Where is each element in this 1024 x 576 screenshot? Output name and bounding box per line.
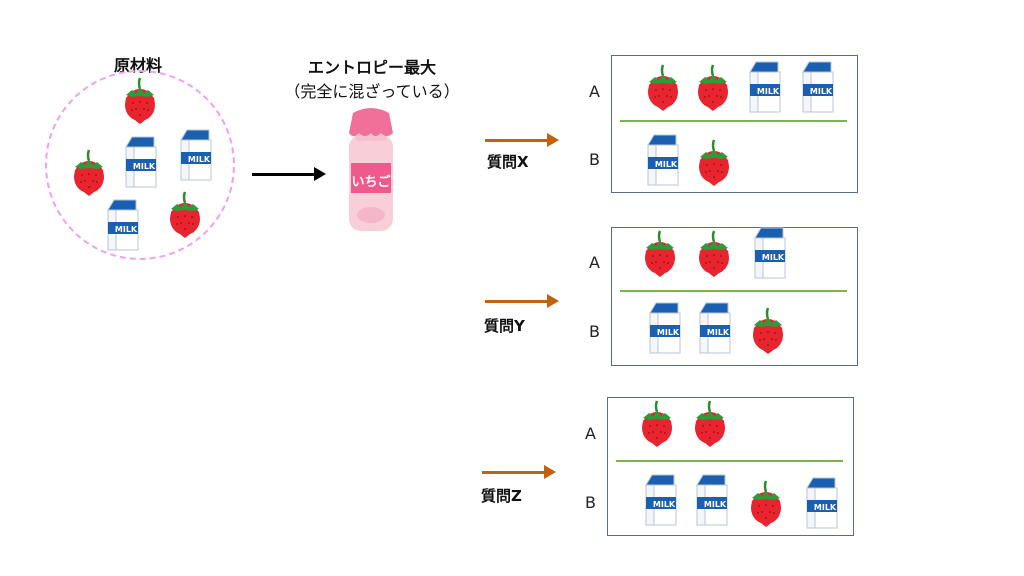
mix-arrow [252,167,326,181]
carton-label: MILK [187,155,211,164]
group-b-label: B [589,322,600,341]
milk-carton-icon: MILK [104,198,140,252]
bottle-label: いちご [351,175,391,190]
question-arrow [485,294,559,308]
carton-label: MILK [703,500,727,509]
group-b-label: B [589,150,600,169]
result-title: エントロピー最大 [307,58,436,77]
milk-carton-icon: MILK [644,133,680,187]
carton-label: MILK [114,225,138,234]
strawberry-icon [639,398,675,448]
strawberry-icon [696,228,732,278]
carton-label: MILK [809,87,833,96]
carton-label: MILK [654,160,678,169]
milk-carton-icon: MILK [799,60,835,114]
group-divider [620,290,847,292]
question-arrow [482,465,556,479]
carton-label: MILK [706,328,730,337]
milk-carton-icon: MILK [803,476,839,530]
question-label: 質問Y [484,317,525,335]
milk-carton-icon: MILK [696,301,732,355]
milk-carton-icon: MILK [122,135,158,189]
strawberry-icon [645,62,681,112]
strawberry-icon [122,75,158,125]
group-divider [620,120,847,122]
result-subtitle: （完全に混ざっている） [284,82,460,101]
milk-carton-icon: MILK [642,473,678,527]
strawberry-milk-bottle-icon: いちご [345,105,397,233]
carton-label: MILK [652,500,676,509]
milk-carton-icon: MILK [751,226,787,280]
strawberry-icon [71,147,107,197]
carton-label: MILK [656,328,680,337]
strawberry-icon [696,137,732,187]
raw-materials-circle [45,70,235,260]
milk-carton-icon: MILK [746,60,782,114]
carton-label: MILK [132,162,156,171]
group-a-label: A [585,424,596,443]
milk-carton-icon: MILK [693,473,729,527]
strawberry-icon [167,189,203,239]
group-a-label: A [589,82,600,101]
strawberry-icon [750,305,786,355]
question-label: 質問Z [481,487,522,505]
group-divider [616,460,843,462]
strawberry-icon [692,398,728,448]
question-arrow [485,133,559,147]
question-label: 質問X [487,153,529,171]
strawberry-icon [695,62,731,112]
strawberry-icon [748,478,784,528]
strawberry-icon [642,228,678,278]
milk-carton-icon: MILK [646,301,682,355]
group-b-label: B [585,493,596,512]
group-a-label: A [589,253,600,272]
carton-label: MILK [761,253,785,262]
carton-label: MILK [756,87,780,96]
milk-carton-icon: MILK [177,128,213,182]
carton-label: MILK [813,503,837,512]
